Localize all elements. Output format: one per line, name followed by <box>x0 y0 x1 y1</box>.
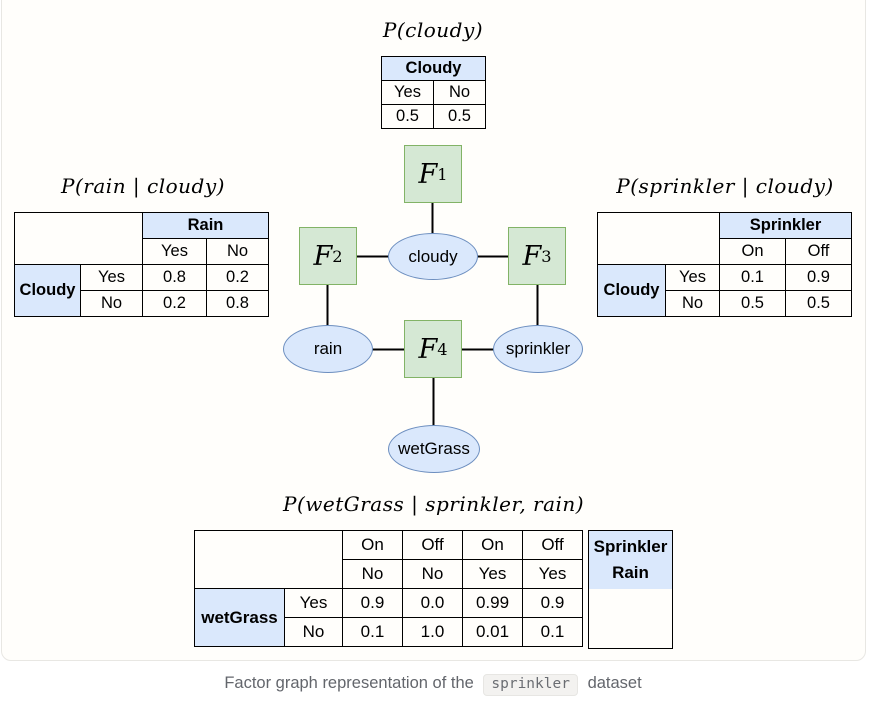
factor-label: F <box>313 240 333 272</box>
col-header: Yes <box>381 80 434 105</box>
value-cell: 0.5 <box>381 104 434 129</box>
col-header: No <box>206 238 269 265</box>
table-title-wetgrass: P(wetGrass | sprinkler, rain) <box>283 492 585 516</box>
col-group-header: Sprinkler <box>719 212 852 239</box>
value-cell: 0.9 <box>785 264 852 291</box>
row-header: Yes <box>80 264 143 291</box>
row-header: Yes <box>665 264 720 291</box>
value-cell: 0.99 <box>462 588 523 618</box>
col-header: No <box>402 559 463 589</box>
factor-label: F <box>418 158 438 190</box>
value-cell: 0.9 <box>522 588 583 618</box>
row-header: No <box>665 290 720 317</box>
row-header: Yes <box>284 588 343 618</box>
row-group-header: Cloudy <box>597 264 666 317</box>
value-cell: 0.1 <box>342 617 403 647</box>
row-group-header: wetGrass <box>194 588 285 647</box>
value-cell: 0.5 <box>785 290 852 317</box>
value-cell: 0.01 <box>462 617 523 647</box>
variable-node-rain: rain <box>283 325 373 373</box>
caption-suffix: dataset <box>587 674 642 692</box>
factor-label: F <box>522 240 542 272</box>
table-title-rain: P(rain | cloudy) <box>61 174 225 198</box>
cpt-table-sprinkler: Sprinkler On Off Cloudy Yes 0.1 0.9 No 0… <box>597 212 852 317</box>
value-cell: 0.8 <box>206 290 269 317</box>
factor-subscript: 4 <box>437 339 448 359</box>
value-cell: 1.0 <box>402 617 463 647</box>
variable-node-sprinkler: sprinkler <box>493 325 583 373</box>
table-title-sprinkler: P(sprinkler | cloudy) <box>616 174 834 198</box>
side-header: Sprinkler Rain <box>589 531 672 589</box>
value-cell: 0.0 <box>402 588 463 618</box>
col-header: No <box>433 80 486 105</box>
side-header-rain: Rain <box>612 563 649 582</box>
col-header: Yes <box>522 559 583 589</box>
col-header: On <box>462 530 523 560</box>
factor-subscript: 2 <box>332 246 343 266</box>
col-header: Off <box>402 530 463 560</box>
value-cell: 0.1 <box>522 617 583 647</box>
blank-cell <box>195 531 343 589</box>
col-group-header: Rain <box>142 212 269 239</box>
value-cell: 0.5 <box>433 104 486 129</box>
cpt-table-rain: Rain Yes No Cloudy Yes 0.8 0.2 No 0.2 0.… <box>14 212 269 317</box>
blank-cell <box>15 213 143 265</box>
cpt-side-header-sprinkler-rain: Sprinkler Rain <box>588 530 673 649</box>
col-header: Off <box>522 530 583 560</box>
value-cell: 0.1 <box>719 264 786 291</box>
table-title-cloudy: P(cloudy) <box>382 18 484 42</box>
factor-subscript: 1 <box>437 164 448 184</box>
variable-node-cloudy: cloudy <box>388 233 478 280</box>
caption-prefix: Factor graph representation of the <box>224 674 474 692</box>
figure-caption: Factor graph representation of the sprin… <box>0 674 866 696</box>
inline-code-sprinkler: sprinkler <box>483 674 578 696</box>
variable-node-wetgrass: wetGrass <box>388 425 480 473</box>
blank-cell <box>598 213 720 265</box>
factor-label: F <box>418 333 438 365</box>
value-cell: 0.9 <box>342 588 403 618</box>
cpt-table-wetgrass: On Off On Off No No Yes Yes wetGrass Yes… <box>194 530 583 647</box>
side-header-sprinkler: Sprinkler <box>593 537 668 556</box>
value-cell: 0.2 <box>142 290 207 317</box>
col-header: Yes <box>462 559 523 589</box>
row-header: No <box>80 290 143 317</box>
cpt-table-cloudy: Cloudy Yes No 0.5 0.5 <box>381 56 486 129</box>
value-cell: 0.8 <box>142 264 207 291</box>
row-header: No <box>284 617 343 647</box>
col-header: Off <box>785 238 852 265</box>
value-cell: 0.2 <box>206 264 269 291</box>
col-header: No <box>342 559 403 589</box>
col-header: On <box>342 530 403 560</box>
value-cell: 0.5 <box>719 290 786 317</box>
row-group-header: Cloudy <box>14 264 81 317</box>
col-group-header: Cloudy <box>381 56 486 81</box>
col-header: On <box>719 238 786 265</box>
col-header: Yes <box>142 238 207 265</box>
factor-subscript: 3 <box>541 246 552 266</box>
